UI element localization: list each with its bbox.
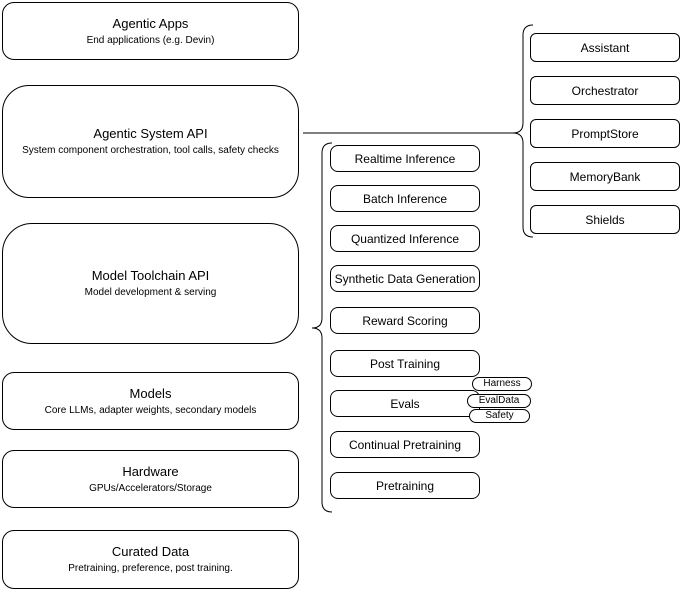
box-realtime-inference: Realtime Inference [330,145,480,172]
box-subtitle: GPUs/Accelerators/Storage [89,482,212,494]
system-components-bracket [512,24,534,238]
box-batch-inference: Batch Inference [330,185,480,212]
box-model-toolchain-api: Model Toolchain API Model development & … [2,223,299,344]
box-subtitle: Pretraining, preference, post training. [68,563,233,574]
toolchain-bracket [311,142,333,513]
box-models: Models Core LLMs, adapter weights, secon… [2,372,299,430]
box-memorybank: MemoryBank [530,162,680,191]
box-title: Hardware [122,463,179,479]
box-synthetic-data-generation: Synthetic Data Generation [330,265,480,292]
box-subtitle: System component orchestration, tool cal… [22,145,279,156]
box-continual-pretraining: Continual Pretraining [330,431,480,458]
box-evals: Evals [330,390,480,417]
box-title: Models [129,385,172,401]
box-pretraining: Pretraining [330,472,480,499]
box-agentic-system-api: Agentic System API System component orch… [2,85,299,198]
box-assistant: Assistant [530,33,680,62]
box-agentic-apps: Agentic Apps End applications (e.g. Devi… [2,2,299,60]
box-orchestrator: Orchestrator [530,76,680,105]
box-title: Agentic System API [93,126,208,141]
box-title: Curated Data [111,544,190,559]
box-promptstore: PromptStore [530,119,680,148]
box-hardware: Hardware GPUs/Accelerators/Storage [2,450,299,508]
box-shields: Shields [530,205,680,234]
box-subtitle: End applications (e.g. Devin) [86,34,215,46]
tag-harness: Harness [472,377,532,391]
box-title: Model Toolchain API [91,268,210,283]
box-quantized-inference: Quantized Inference [330,225,480,252]
box-subtitle: Model development & serving [84,287,217,298]
tag-evaldata: EvalData [467,394,531,408]
box-post-training: Post Training [330,350,480,377]
box-curated-data: Curated Data Pretraining, preference, po… [2,530,299,589]
tag-safety: Safety [469,409,530,423]
box-subtitle: Core LLMs, adapter weights, secondary mo… [44,404,257,416]
box-title: Agentic Apps [112,15,189,31]
box-reward-scoring: Reward Scoring [330,307,480,334]
